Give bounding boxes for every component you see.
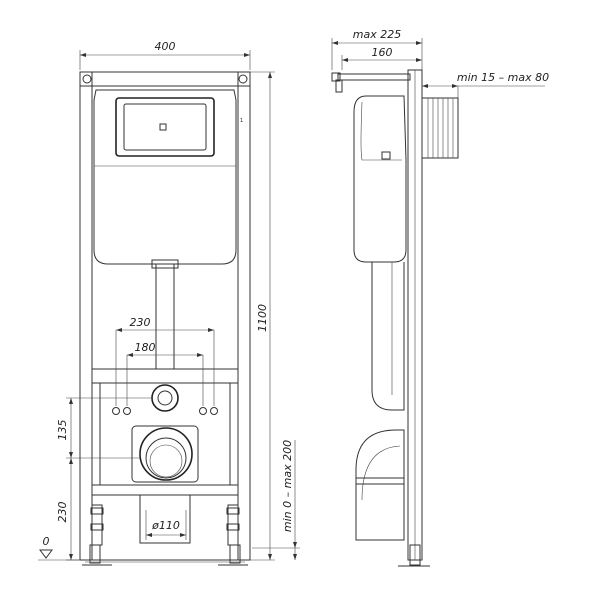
dim-inner-230: 230	[115, 316, 215, 406]
side-flush-pipe	[371, 262, 405, 411]
width-label: 400	[155, 40, 176, 53]
dim-pipe-110: ø110	[145, 510, 187, 540]
depth-label: 160	[372, 46, 393, 59]
dim-wall-15-80: min 15 – max 80	[422, 71, 549, 98]
drain-housing	[131, 425, 199, 483]
side-view: max 225 160 min 15 – max 80	[331, 28, 549, 567]
bottom-socket	[139, 494, 191, 544]
offset-label: 135	[56, 420, 69, 441]
foot-left	[91, 504, 103, 546]
flush-plate-inner	[123, 103, 207, 151]
top-left-bolt	[82, 74, 92, 84]
bolt	[210, 407, 218, 415]
bolt	[123, 407, 131, 415]
cistern-tank	[93, 89, 237, 265]
frame-top-bar	[79, 71, 251, 87]
dim-adjust-0-200: min 0 – max 200	[252, 440, 300, 560]
frame-outer	[79, 71, 251, 561]
bolt	[199, 407, 207, 415]
drain-pipe-inner	[145, 437, 187, 479]
dim-offset-135: 135	[56, 397, 152, 459]
flush-pipe	[155, 263, 175, 370]
wall-label: min 15 – max 80	[457, 71, 549, 84]
foot-right	[227, 504, 239, 546]
bolt	[112, 407, 120, 415]
side-drain-elbow	[355, 429, 405, 541]
tiny-mark: 1	[240, 118, 243, 124]
flush-outlet	[151, 384, 179, 412]
zero-marker: 0	[38, 535, 80, 561]
adjust-label: min 0 – max 200	[281, 440, 294, 532]
inner-width-a-label: 230	[130, 316, 151, 329]
dim-height-1100: 1100	[250, 71, 275, 561]
dim-inner-180: 180	[126, 341, 204, 406]
height-label: 1100	[256, 304, 269, 332]
side-cistern	[353, 95, 407, 263]
front-view: 1	[38, 40, 300, 566]
dim-depth-160: 160	[341, 46, 422, 70]
dim-max-depth: max 225	[331, 28, 423, 70]
frame-left-post	[79, 71, 93, 561]
zero-label: 0	[43, 535, 50, 548]
pipe-label: ø110	[151, 519, 180, 532]
wall-anchor	[421, 97, 459, 159]
frame-right-post	[237, 71, 251, 561]
inner-width-b-label: 180	[135, 341, 156, 354]
drain-pipe-outer	[139, 427, 193, 481]
dim-width-400: 400	[79, 40, 251, 70]
flush-button-indicator	[159, 123, 167, 131]
mounting-bar	[91, 368, 239, 384]
dim-bottom-230: 230	[56, 458, 80, 561]
flush-plate	[115, 97, 215, 157]
bottom-label: 230	[56, 502, 69, 523]
max-depth-label: max 225	[353, 28, 401, 41]
top-right-bolt	[238, 74, 248, 84]
